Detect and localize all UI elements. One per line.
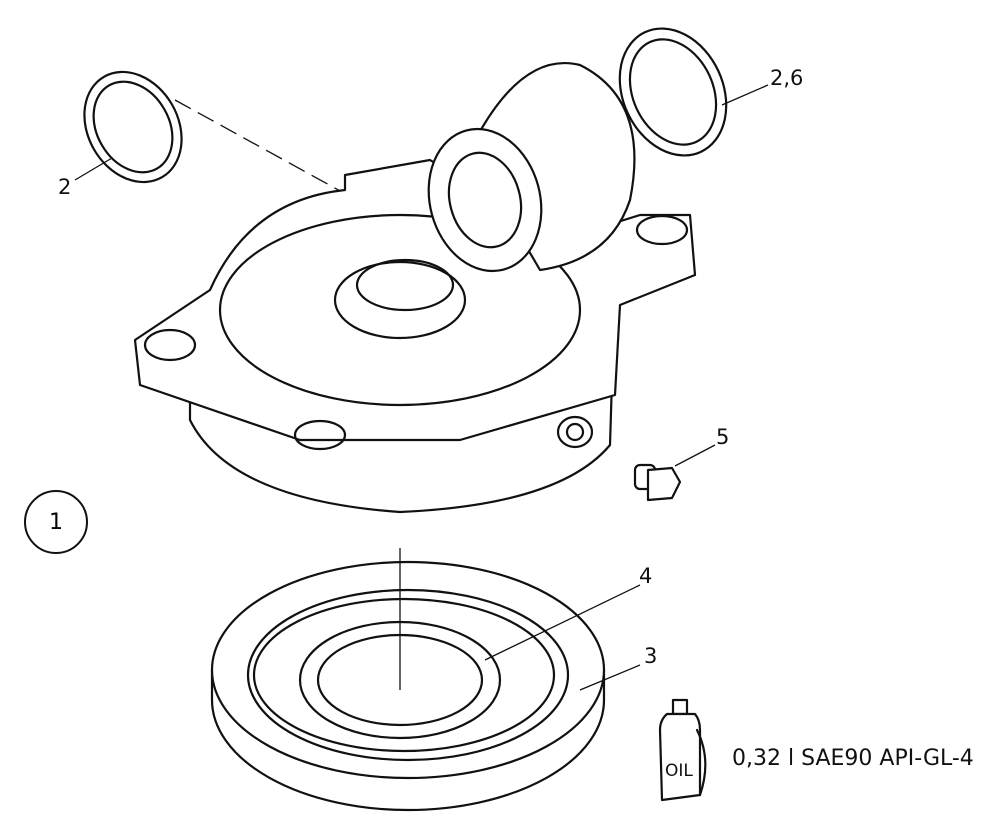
label-part-3: 3 bbox=[644, 644, 658, 668]
seal-ring-left bbox=[83, 70, 183, 184]
label-part-2-6: 2,6 bbox=[770, 66, 804, 90]
leader-lines bbox=[74, 84, 769, 691]
label-part-5: 5 bbox=[716, 425, 730, 449]
oil-bottle-label: OIL bbox=[665, 761, 693, 781]
assembly-number-badge: 1 bbox=[24, 490, 88, 554]
drain-plug bbox=[633, 463, 682, 502]
gear-housing bbox=[133, 158, 697, 514]
oil-bottle-icon bbox=[658, 698, 707, 802]
seal-ring-right bbox=[618, 27, 728, 157]
oil-specification: 0,32 l SAE90 API-GL-4 bbox=[732, 746, 974, 771]
bearing-roller bbox=[427, 62, 636, 273]
assembly-dash-line bbox=[174, 99, 421, 236]
base-cover bbox=[210, 548, 606, 812]
label-part-4: 4 bbox=[639, 564, 653, 588]
label-part-2: 2 bbox=[58, 175, 72, 199]
